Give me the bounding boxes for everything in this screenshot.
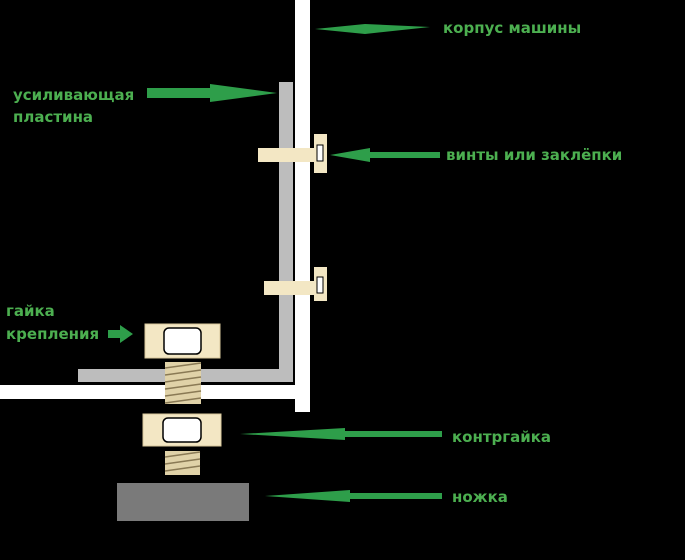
label-mounting-nut-line2: крепления [6, 325, 99, 343]
bolt-thread-upper [164, 362, 202, 404]
rivet-bottom [264, 267, 327, 301]
label-mounting-nut-line1: гайка [6, 302, 55, 320]
bolt-thread-lower [164, 451, 201, 475]
label-foot: ножка [452, 488, 508, 506]
arrow-mounting-nut-icon [108, 325, 133, 343]
label-screws-or-rivets: винты или заклёпки [446, 146, 622, 164]
label-lock-nut: контргайка [452, 428, 551, 446]
machine-body-wall [295, 0, 310, 412]
mounting-nut [144, 323, 221, 359]
arrow-foot-icon [265, 490, 442, 502]
lock-nut [142, 413, 222, 447]
rivet-top [258, 134, 327, 173]
label-reinforcing-plate-line1: усиливающая [13, 86, 134, 104]
reinforcing-plate-vertical [279, 82, 293, 382]
arrow-reinforcing-plate-icon [147, 84, 277, 102]
foot [117, 483, 249, 521]
arrow-lock-nut-icon [240, 428, 442, 440]
arrow-screws-icon [330, 148, 440, 162]
arrow-machine-body-icon [315, 24, 430, 34]
label-machine-body: корпус машины [443, 19, 581, 37]
label-reinforcing-plate-line2: пластина [13, 108, 93, 126]
machine-body-base [0, 385, 300, 399]
